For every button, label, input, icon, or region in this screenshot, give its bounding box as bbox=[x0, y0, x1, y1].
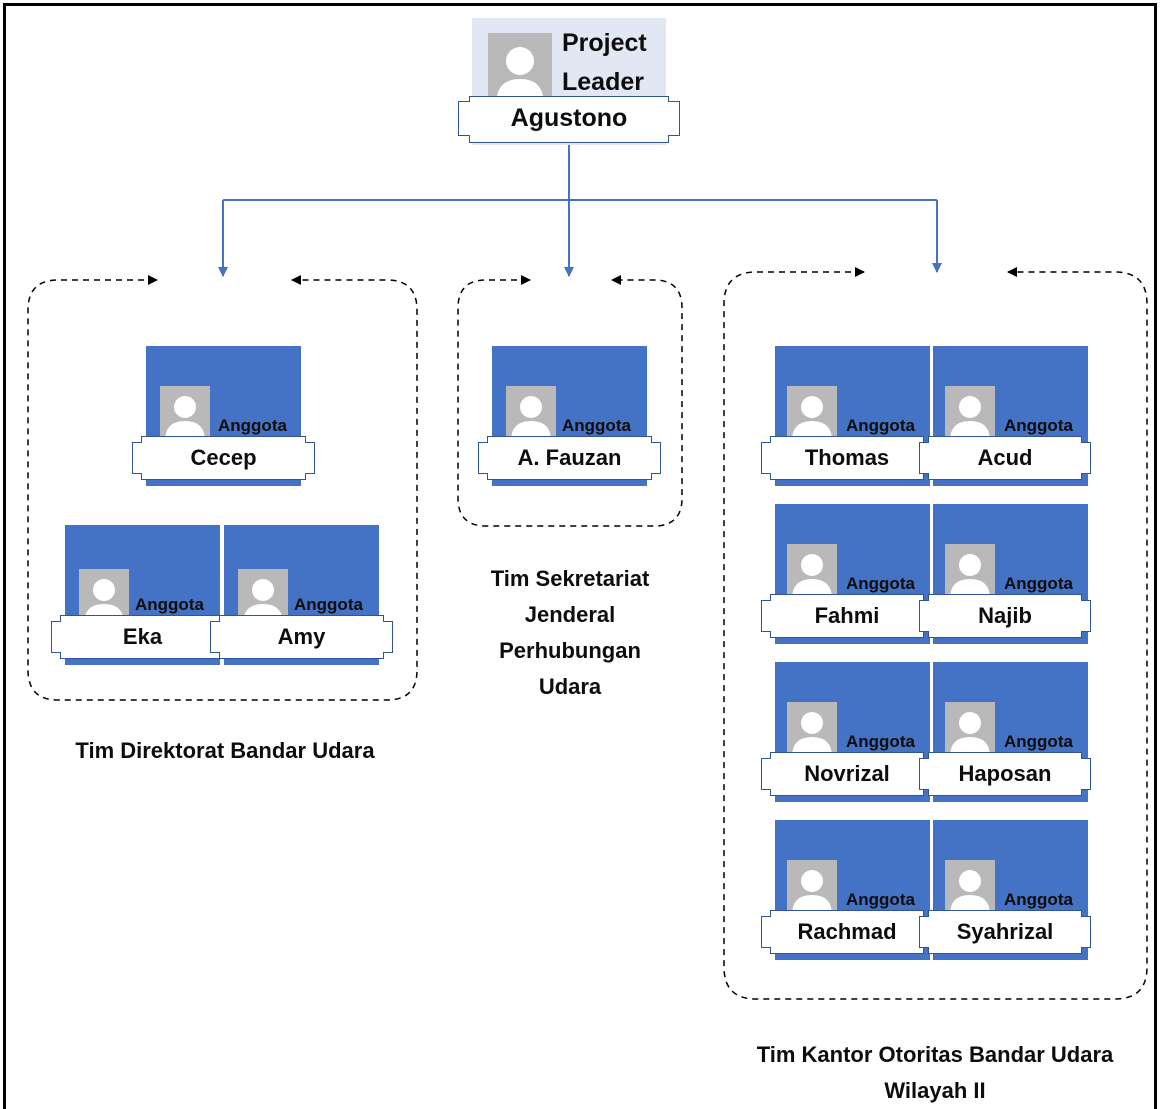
member-role: Anggota bbox=[562, 416, 631, 435]
team-label: Tim Kantor Otoritas Bandar Udara Wilayah… bbox=[756, 1042, 1114, 1103]
person-placeholder-icon bbox=[787, 386, 837, 441]
person-placeholder-icon bbox=[79, 569, 129, 624]
member-name: Fahmi bbox=[814, 603, 880, 628]
member-name-banner: Cecep bbox=[132, 436, 315, 480]
member-name-banner: Thomas bbox=[761, 436, 933, 480]
hierarchy-connectors bbox=[218, 145, 942, 277]
team-label: Tim Sekretariat Jenderal Perhubungan Uda… bbox=[490, 566, 650, 699]
person-placeholder-icon bbox=[787, 544, 837, 599]
member-role: Anggota bbox=[294, 595, 363, 614]
member-name: Haposan bbox=[958, 761, 1052, 786]
member-name: Rachmad bbox=[797, 919, 897, 944]
member-role: Anggota bbox=[1004, 574, 1073, 593]
leader-title: Project Leader bbox=[562, 29, 647, 96]
group-outline-middle bbox=[457, 275, 683, 527]
member-name: Eka bbox=[122, 624, 163, 649]
member-role: Anggota bbox=[1004, 416, 1073, 435]
leader-node: Project Leader Agustono bbox=[458, 18, 680, 145]
member-name: Acud bbox=[977, 445, 1033, 470]
member-role: Anggota bbox=[846, 890, 915, 909]
member-name-banner: Syahrizal bbox=[919, 910, 1091, 954]
member-name: A. Fauzan bbox=[517, 445, 622, 470]
member-name: Thomas bbox=[804, 445, 890, 470]
leader-name: Agustono bbox=[510, 104, 628, 132]
member-card: Anggota Eka bbox=[51, 525, 234, 665]
person-placeholder-icon bbox=[787, 702, 837, 757]
person-placeholder-icon bbox=[160, 386, 210, 441]
member-role: Anggota bbox=[846, 574, 915, 593]
member-name-banner: Eka bbox=[51, 615, 234, 659]
diagram-frame bbox=[3, 3, 1157, 1109]
person-placeholder-icon bbox=[945, 386, 995, 441]
member-role: Anggota bbox=[846, 732, 915, 751]
member-role: Anggota bbox=[135, 595, 204, 614]
member-role: Anggota bbox=[1004, 732, 1073, 751]
member-name: Amy bbox=[277, 624, 326, 649]
member-role: Anggota bbox=[218, 416, 287, 435]
person-placeholder-icon bbox=[488, 33, 552, 105]
member-name: Cecep bbox=[190, 445, 257, 470]
member-name-banner: Rachmad bbox=[761, 910, 933, 954]
member-card: Anggota Amy bbox=[210, 525, 393, 665]
person-placeholder-icon bbox=[238, 569, 288, 624]
member-role: Anggota bbox=[1004, 890, 1073, 909]
member-name-banner: Amy bbox=[210, 615, 393, 659]
member-name: Novrizal bbox=[804, 761, 890, 786]
member-name-banner: Najib bbox=[919, 594, 1091, 638]
group-outline-right bbox=[723, 267, 1148, 1000]
member-role: Anggota bbox=[846, 416, 915, 435]
person-placeholder-icon bbox=[945, 544, 995, 599]
member-name-banner: Novrizal bbox=[761, 752, 933, 796]
member-name: Syahrizal bbox=[956, 919, 1054, 944]
member-card: Anggota A. Fauzan bbox=[478, 346, 661, 486]
person-placeholder-icon bbox=[787, 860, 837, 915]
member-name-banner: Acud bbox=[919, 436, 1091, 480]
member-card: Anggota Cecep bbox=[132, 346, 315, 486]
team-label: Tim Direktorat Bandar Udara bbox=[75, 738, 375, 763]
person-placeholder-icon bbox=[945, 702, 995, 757]
leader-name-banner: Agustono bbox=[458, 96, 680, 143]
person-placeholder-icon bbox=[945, 860, 995, 915]
member-name-banner: A. Fauzan bbox=[478, 436, 661, 480]
member-name-banner: Fahmi bbox=[761, 594, 933, 638]
member-name: Najib bbox=[978, 603, 1032, 628]
member-name-banner: Haposan bbox=[919, 752, 1091, 796]
group-outline-left bbox=[27, 275, 418, 701]
team-group-outlines bbox=[27, 267, 1148, 1000]
person-placeholder-icon bbox=[506, 386, 556, 441]
